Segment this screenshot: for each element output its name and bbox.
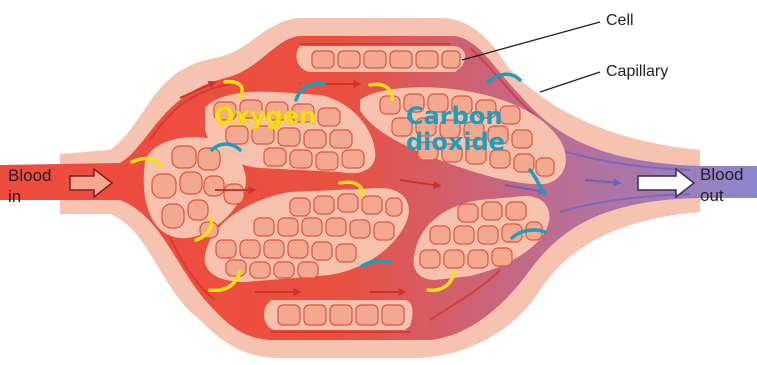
label-blood-out: Blood out [700,164,743,206]
label-blood-in-line1: Blood [8,165,51,186]
label-carbon-line2: dioxide [406,129,505,155]
label-blood-out-line2: out [700,185,743,206]
cells-bottom [278,305,404,325]
label-oxygen: Oxygen [214,102,316,130]
label-carbon-dioxide: Carbon dioxide [406,103,505,155]
capillary-leader-line [540,72,600,92]
label-blood-in: Blood in [8,165,51,207]
label-capillary: Capillary [606,62,668,82]
label-cell: Cell [606,11,634,31]
label-carbon-line1: Carbon [406,103,505,129]
label-blood-in-line2: in [8,186,51,207]
label-blood-out-line1: Blood [700,164,743,185]
